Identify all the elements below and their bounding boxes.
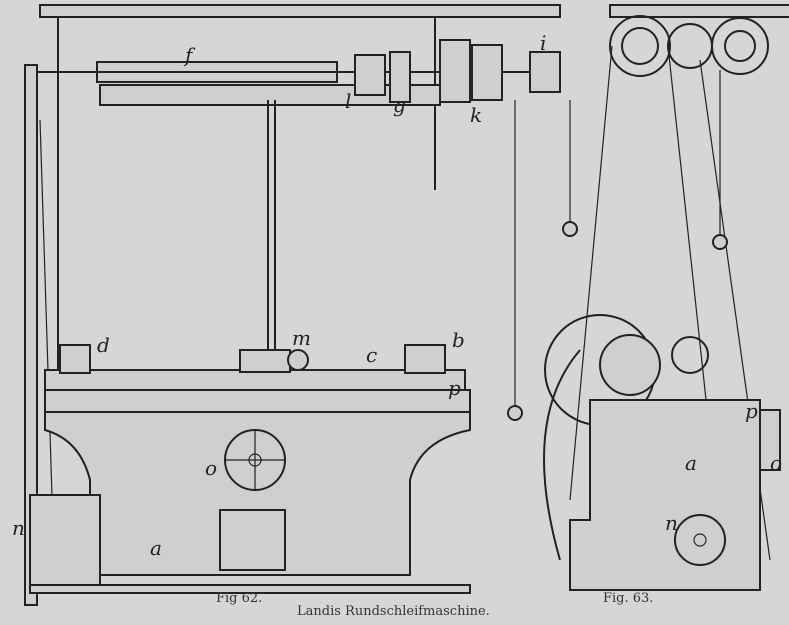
fig-62-caption: Fig 62. (216, 591, 263, 606)
label-a: a (150, 536, 162, 560)
label-g: g (393, 93, 406, 117)
fig63-label-a: a (685, 451, 697, 475)
figure-title: Landis Rundschleifmaschine. (297, 604, 490, 619)
fig-63-caption: Fig. 63. (603, 591, 654, 606)
label-m: m (292, 326, 311, 350)
label-p: p (448, 376, 461, 400)
label-d: d (97, 333, 110, 357)
fig-63-drawing (543, 4, 789, 591)
label-l: l (345, 89, 351, 113)
fig-62-drawing (24, 4, 578, 606)
label-c: c (366, 343, 377, 367)
label-k: k (470, 103, 482, 127)
fig63-label-p: p (745, 399, 758, 423)
fig63-label-n: n (665, 511, 678, 535)
fig63-label-o: o (770, 451, 782, 475)
label-n: n (12, 516, 25, 540)
label-b: b (452, 328, 465, 352)
label-o: o (205, 456, 217, 480)
label-i: i (540, 31, 546, 55)
